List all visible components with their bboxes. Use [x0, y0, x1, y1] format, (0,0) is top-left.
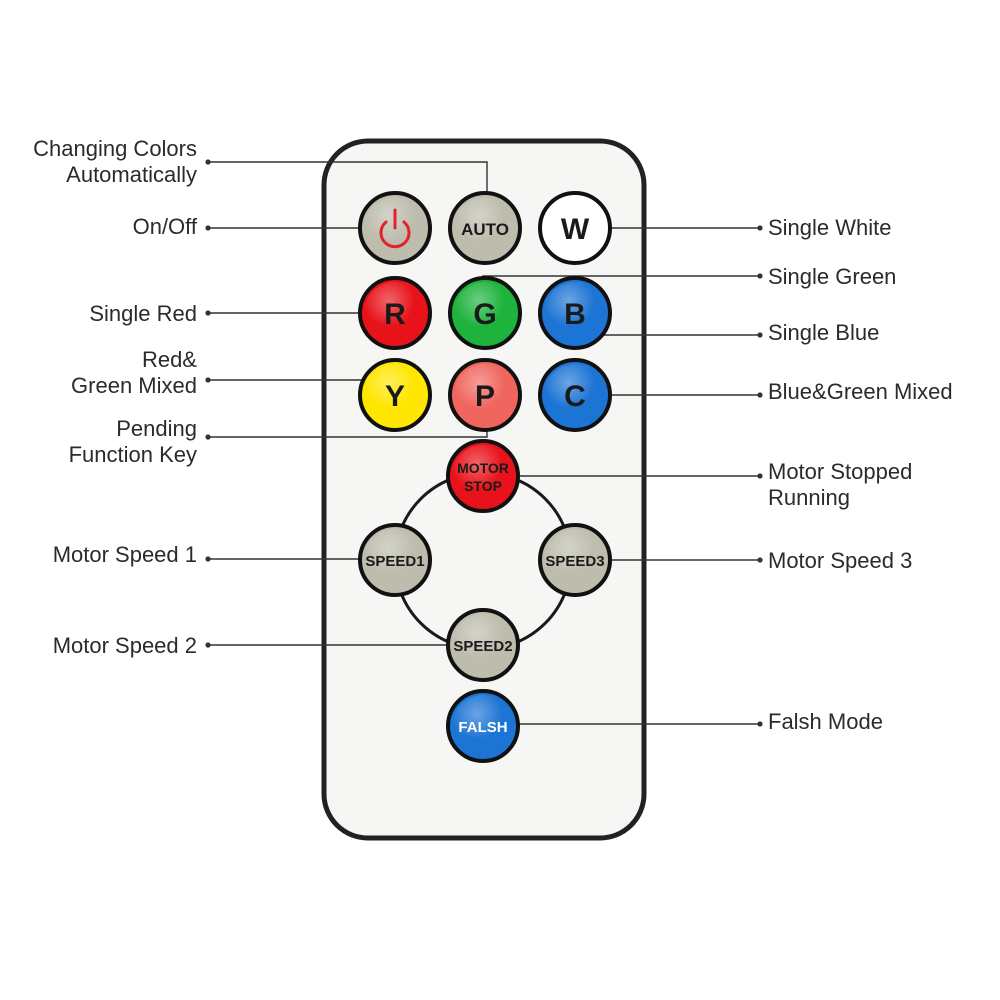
dot-single-red	[205, 310, 211, 316]
y-button[interactable]: Y	[358, 358, 432, 432]
w-button[interactable]: W	[538, 191, 612, 265]
label-pending: Pending Function Key	[69, 416, 197, 468]
g-button[interactable]: G	[448, 276, 522, 350]
speed1-button-label: SPEED1	[365, 553, 424, 570]
falsh-button[interactable]: FALSH	[446, 689, 520, 763]
speed2-button-label: SPEED2	[453, 638, 512, 655]
label-blue-green: Blue&Green Mixed	[768, 379, 953, 405]
power-button[interactable]	[358, 191, 432, 265]
label-single-white: Single White	[768, 215, 892, 241]
c-button[interactable]: C	[538, 358, 612, 432]
p-button-label: P	[475, 380, 495, 413]
speed1-button[interactable]: SPEED1	[358, 523, 432, 597]
dot-pending	[205, 434, 211, 440]
label-changing-colors-line1: Changing Colors	[33, 136, 197, 161]
label-motor-speed-3: Motor Speed 3	[768, 548, 912, 574]
label-motor-speed-2-text: Motor Speed 2	[52, 633, 197, 658]
dot-on-off	[205, 225, 211, 231]
speed2-button[interactable]: SPEED2	[446, 608, 520, 682]
label-motor-speed-2: Motor Speed 2	[53, 633, 197, 659]
label-falsh-mode: Falsh Mode	[768, 709, 883, 735]
w-button-label: W	[561, 213, 590, 246]
speed3-button[interactable]: SPEED3	[538, 523, 612, 597]
speed3-button-label: SPEED3	[545, 553, 604, 570]
label-single-green: Single Green	[768, 264, 896, 290]
p-button[interactable]: P	[448, 358, 522, 432]
r-button[interactable]: R	[358, 276, 432, 350]
motor-stop-line1: MOTOR	[457, 460, 509, 476]
falsh-button-label: FALSH	[458, 719, 507, 736]
label-motor-stopped: Motor Stopped Running	[768, 459, 912, 511]
label-single-red-text: Single Red	[89, 301, 197, 326]
motor-stop-button[interactable]: MOTOR STOP	[446, 439, 520, 513]
dot-motor-stopped	[757, 473, 763, 479]
auto-button[interactable]: AUTO	[448, 191, 522, 265]
label-pending-line2: Function Key	[68, 442, 197, 467]
leader-dots	[205, 159, 763, 727]
label-falsh-mode-text: Falsh Mode	[768, 709, 883, 734]
dot-motor-speed-3	[757, 557, 763, 563]
label-single-white-text: Single White	[768, 215, 892, 240]
label-on-off-text: On/Off	[132, 214, 197, 239]
dot-single-white	[757, 225, 763, 231]
dot-changing-colors	[205, 159, 211, 165]
label-motor-stopped-line1: Motor Stopped	[768, 459, 913, 484]
label-motor-speed-1-text: Motor Speed 1	[52, 542, 197, 567]
b-button-label: B	[564, 298, 586, 331]
leader-changing-colors	[208, 161, 488, 195]
label-on-off: On/Off	[133, 214, 197, 240]
b-button[interactable]: B	[538, 276, 612, 350]
label-red-green-line1: Red&	[141, 347, 197, 372]
y-button-label: Y	[385, 380, 405, 413]
label-single-blue: Single Blue	[768, 320, 879, 346]
label-motor-speed-3-text: Motor Speed 3	[768, 548, 913, 573]
dot-motor-speed-2	[205, 642, 211, 648]
motor-stop-line2: STOP	[464, 478, 502, 494]
label-single-green-text: Single Green	[768, 264, 897, 289]
auto-button-label: AUTO	[461, 220, 509, 239]
label-blue-green-text: Blue&Green Mixed	[768, 379, 953, 404]
g-button-label: G	[473, 298, 496, 331]
dot-single-blue	[757, 332, 763, 338]
dot-single-green	[757, 273, 763, 279]
label-red-green: Red& Green Mixed	[71, 347, 197, 399]
label-changing-colors-line2: Automatically	[66, 162, 197, 187]
power-icon	[379, 208, 411, 249]
dot-motor-speed-1	[205, 556, 211, 562]
label-changing-colors: Changing Colors Automatically	[33, 136, 197, 188]
dot-blue-green	[757, 392, 763, 398]
c-button-label: C	[564, 380, 586, 413]
r-button-label: R	[384, 298, 406, 331]
label-motor-stopped-line2: Running	[768, 485, 850, 510]
label-pending-line1: Pending	[116, 416, 197, 441]
label-red-green-line2: Green Mixed	[71, 373, 197, 398]
dot-falsh-mode	[757, 721, 763, 727]
dot-red-green	[205, 377, 211, 383]
label-single-red: Single Red	[89, 301, 197, 327]
label-motor-speed-1: Motor Speed 1	[53, 542, 197, 568]
label-single-blue-text: Single Blue	[768, 320, 880, 345]
